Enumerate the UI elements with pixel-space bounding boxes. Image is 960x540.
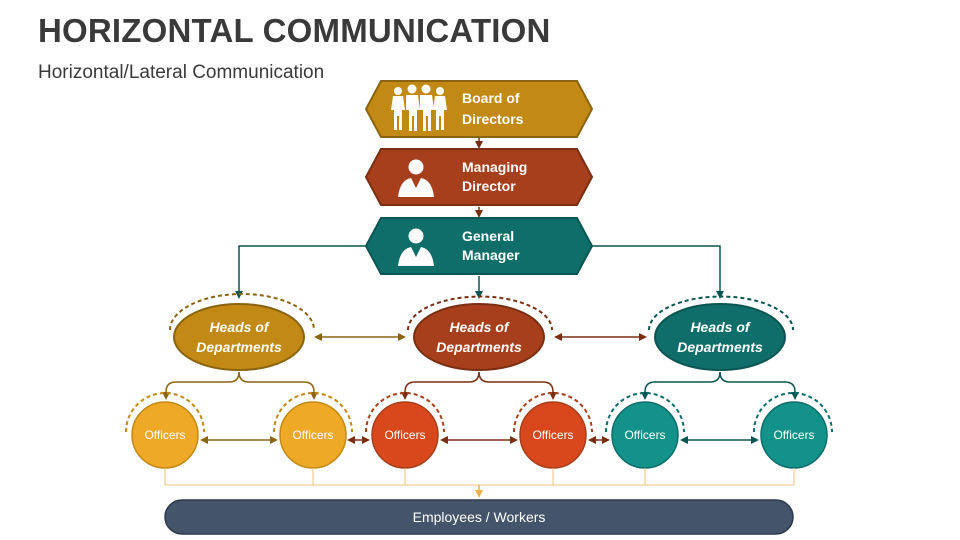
head-center-line1: Heads of (449, 319, 509, 335)
board-of-directors-box: Board of Directors (364, 80, 594, 138)
head-left-line2: Departments (196, 339, 282, 355)
gm-label-line2: Manager (462, 247, 520, 263)
businessman-icon (398, 228, 434, 266)
managing-director-box: Managing Director (364, 148, 594, 206)
head-left-line1: Heads of (209, 319, 269, 335)
connector-gm-to-head-right (592, 245, 724, 299)
gm-label-line1: General (462, 228, 514, 244)
connector-head-left-to-officer-2 (238, 371, 318, 400)
employees-workers-bar: Employees / Workers (164, 499, 794, 535)
officer-circle-3: Officers (365, 392, 445, 469)
officer-label: Officers (384, 428, 425, 442)
heads-of-departments-right: Heads of Departments (648, 295, 794, 371)
officer-circle-4: Officers (513, 392, 593, 469)
connector-head-center-to-officer-4 (478, 371, 557, 400)
connector-head-right-to-officer-5 (641, 371, 721, 400)
general-manager-box: General Manager (364, 217, 594, 275)
heads-of-departments-left: Heads of Departments (169, 293, 315, 371)
connector-gm-to-head-left (235, 245, 366, 299)
employees-workers-label: Employees / Workers (413, 509, 546, 525)
board-label-line1: Board of (462, 90, 520, 106)
page-title: HORIZONTAL COMMUNICATION (38, 12, 551, 49)
connector-head-left-to-officer-1 (162, 371, 240, 400)
page-subtitle: Horizontal/Lateral Communication (38, 62, 325, 83)
head-right-line1: Heads of (690, 319, 750, 335)
connector-head-right-to-officer-6 (719, 371, 799, 400)
head-center-line2: Departments (436, 339, 522, 355)
connector-head-center-to-officer-3 (401, 371, 480, 400)
head-right-line2: Departments (677, 339, 763, 355)
officer-label: Officers (292, 428, 333, 442)
officer-label: Officers (773, 428, 814, 442)
connector-officers-to-employees (164, 468, 795, 486)
officer-circle-2: Officers (273, 392, 353, 469)
officer-circle-6: Officers (753, 392, 833, 469)
officer-label: Officers (144, 428, 185, 442)
officer-circle-1: Officers (125, 392, 205, 469)
officer-label: Officers (624, 428, 665, 442)
group-of-people-icon (391, 84, 447, 131)
md-label-line1: Managing (462, 159, 527, 175)
board-label-line2: Directors (462, 111, 524, 127)
officer-label: Officers (532, 428, 573, 442)
businessman-icon (398, 159, 434, 197)
officer-circle-5: Officers (605, 392, 685, 469)
md-label-line2: Director (462, 178, 516, 194)
heads-of-departments-center: Heads of Departments (407, 295, 553, 371)
